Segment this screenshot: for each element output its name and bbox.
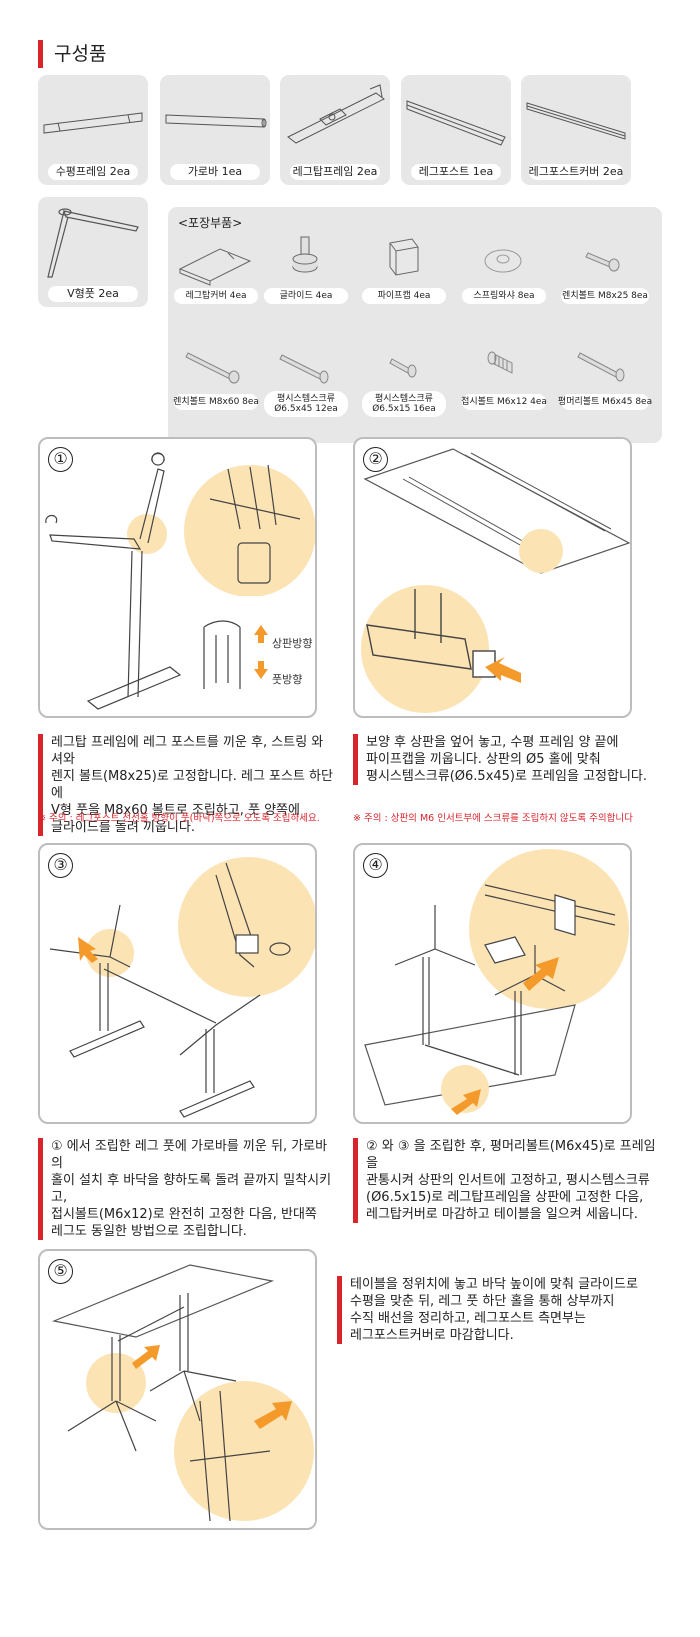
pack-label: 렌치볼트 M8x25 8ea xyxy=(561,288,649,304)
step-3-panel: ③ xyxy=(38,843,317,1124)
part-card-crossbar: 가로바 1ea xyxy=(160,75,270,185)
part-card-horizontal-frame: 수평프레임 2ea xyxy=(38,75,148,185)
step-5-description: 테이블을 정위치에 놓고 바닥 높이에 맞춰 글라이드로 수평을 맞춘 뒤, 레… xyxy=(337,1276,657,1344)
section-title: 구성품 xyxy=(38,40,106,68)
screw-icon xyxy=(279,354,329,384)
step-1-description: 레그탑 프레임에 레그 포스트를 끼운 후, 스트링 와셔와 렌지 볼트(M8x… xyxy=(38,734,333,836)
step-3-description: ① 에서 조립한 레그 풋에 가로바를 끼운 뒤, 가로바의 홀이 설치 후 바… xyxy=(38,1138,338,1240)
pack-label: 파이프캡 4ea xyxy=(362,288,446,304)
step-5-illustration xyxy=(51,1264,314,1522)
direction-down-label: 풋방향 xyxy=(272,673,303,686)
step-4-illustration xyxy=(364,849,629,1115)
packaging-title: <포장부품> xyxy=(178,216,243,230)
pipe-cap-icon xyxy=(389,238,419,276)
step-1-illustration xyxy=(45,452,315,710)
leg-top-frame-icon xyxy=(287,84,385,144)
step-1-panel: ① 상판방향 풋방향 xyxy=(38,437,317,718)
pack-label: 글라이드 4ea xyxy=(264,288,348,304)
crossbar-icon xyxy=(165,114,267,128)
part-card-leg-post: 레그포스트 1ea xyxy=(401,75,511,185)
part-label: V형풋 2ea xyxy=(48,286,138,302)
flat-head-bolt-icon xyxy=(577,352,625,382)
part-card-leg-top-frame: 레그탑프레임 2ea xyxy=(280,75,390,185)
step-2-illustration xyxy=(361,448,630,713)
step-3-illustration xyxy=(49,857,315,1118)
horizontal-frame-icon xyxy=(43,112,143,134)
wrench-bolt-long-icon xyxy=(185,352,240,384)
glide-icon xyxy=(292,236,318,273)
pack-label: 평시스템스크류 Ø6.5x45 12ea xyxy=(264,391,348,417)
spring-washer-icon xyxy=(484,249,522,273)
leg-post-icon xyxy=(406,100,506,146)
leg-post-cover-icon xyxy=(526,102,626,140)
step-3-number: ③ xyxy=(48,853,73,878)
step-2-panel: ② xyxy=(353,437,632,718)
direction-up-label: 상판방향 xyxy=(272,637,313,650)
step-2-number: ② xyxy=(363,447,388,472)
pack-label: 스프링와샤 8ea xyxy=(462,288,546,304)
part-card-leg-post-cover: 레그포스트커버 2ea xyxy=(521,75,631,185)
step-5-number: ⑤ xyxy=(48,1259,73,1284)
step-2-description: 보양 후 상판을 엎어 놓고, 수평 프레임 양 끝에 파이프캡을 끼웁니다. … xyxy=(353,734,653,785)
pack-label: 레그탑커버 4ea xyxy=(174,288,258,304)
part-label: 수평프레임 2ea xyxy=(48,164,138,180)
part-card-v-foot: V형풋 2ea xyxy=(38,197,148,307)
step-2-note: ※ 주의 : 상판의 M6 인서트부에 스크류를 조립하지 않도록 주의합니다 xyxy=(353,813,633,824)
packaging-box: <포장부품> 레그탑커버 4ea 글라이드 4ea 파이프캡 4ea 스프링와샤… xyxy=(168,207,662,443)
part-label: 레그포스트커버 2ea xyxy=(529,164,623,180)
part-label: 가로바 1ea xyxy=(170,164,260,180)
part-label: 레그탑프레임 2ea xyxy=(290,164,380,180)
wrench-bolt-icon xyxy=(585,252,620,272)
pack-label: 접시볼트 M6x12 4ea xyxy=(461,394,547,410)
step-4-panel: ④ xyxy=(353,843,632,1124)
screw-short-icon xyxy=(389,358,417,378)
v-foot-icon xyxy=(47,208,139,278)
pack-label: 평머리볼트 M6x45 8ea xyxy=(558,394,652,410)
pack-label: 렌치볼트 M8x60 8ea xyxy=(173,394,259,410)
step-4-number: ④ xyxy=(363,853,388,878)
step-4-description: ② 와 ③ 을 조립한 후, 평머리볼트(M6x45)로 프레임을 관통시켜 상… xyxy=(353,1138,663,1223)
step-1-note: ※ 주의 : 레그포스트 전선홀 방향이 풋(바닥)쪽으로 오도록 조립하세요. xyxy=(38,813,320,824)
countersunk-bolt-icon xyxy=(487,351,513,374)
step-1-number: ① xyxy=(48,447,73,472)
pack-label: 평시스템스크류 Ø6.5x15 16ea xyxy=(362,391,446,417)
step-5-panel: ⑤ xyxy=(38,1249,317,1530)
part-label: 레그포스트 1ea xyxy=(411,164,501,180)
leg-top-cover-icon xyxy=(178,248,252,286)
